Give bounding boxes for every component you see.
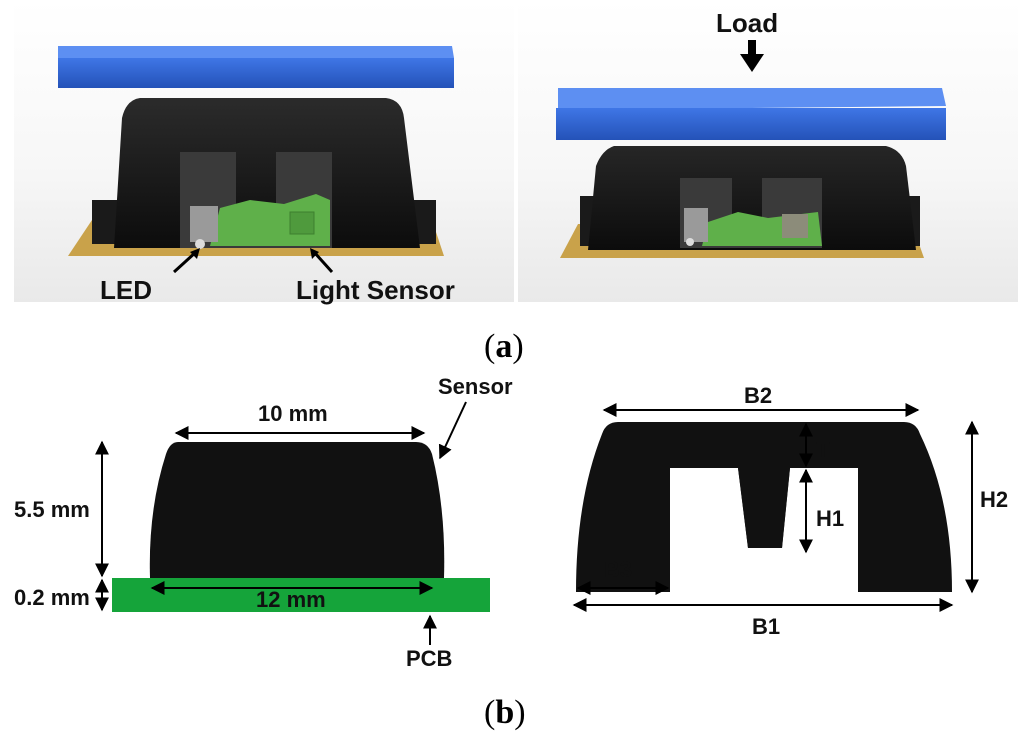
top-plate-front — [58, 58, 454, 88]
loaded-sensor-illustration — [556, 40, 946, 258]
top-width-label: 10 mm — [258, 401, 328, 426]
top-plate — [58, 46, 454, 58]
light-sensor-label: Light Sensor — [296, 275, 455, 305]
top-plate — [558, 88, 946, 110]
led-component — [190, 206, 218, 242]
h2-label: H2 — [980, 487, 1009, 512]
light-sensor-chip — [289, 211, 315, 235]
height-label: 5.5 mm — [14, 497, 90, 522]
pcb-height-label: 0.2 mm — [14, 585, 90, 610]
caption-a: (a) — [484, 328, 524, 365]
b3-label: B3 — [604, 557, 633, 582]
h1-label: H1 — [816, 506, 845, 531]
sensor-profile — [149, 442, 445, 578]
led-arrow-head — [190, 248, 200, 259]
unloaded-sensor-illustration — [58, 46, 454, 274]
caption-b-letter: b — [495, 694, 515, 731]
caption-a-letter: a — [495, 328, 513, 365]
caption-b: (b) — [484, 694, 526, 731]
led-component — [684, 208, 708, 242]
sensor-inner-tooth — [738, 468, 790, 548]
load-arrow-head — [740, 54, 764, 72]
light-sensor-arrow-head — [310, 248, 319, 259]
load-label: Load — [716, 8, 779, 38]
led-lens — [686, 238, 694, 246]
sensor-pointer — [438, 401, 467, 460]
sensor-body-compressed — [588, 146, 916, 250]
load-arrow-shaft — [748, 40, 756, 56]
light-sensor-chip — [782, 214, 808, 238]
unloaded-sensor-render: LED Light Sensor — [14, 0, 514, 305]
b2-label: B2 — [744, 383, 773, 408]
led-lens — [195, 239, 205, 249]
light-sensor-arrow — [312, 250, 334, 274]
sensor-label: Sensor — [438, 374, 513, 399]
top-plate-front — [556, 108, 946, 140]
b1-label: B1 — [752, 614, 781, 639]
led-label: LED — [100, 275, 152, 305]
t-label: T — [816, 437, 830, 462]
sensor-cross-section — [576, 422, 952, 592]
loaded-sensor-render: Load — [518, 0, 1018, 302]
pcb-width-label: 12 mm — [256, 587, 326, 612]
pcb-label: PCB — [406, 646, 453, 671]
led-arrow — [172, 250, 198, 274]
